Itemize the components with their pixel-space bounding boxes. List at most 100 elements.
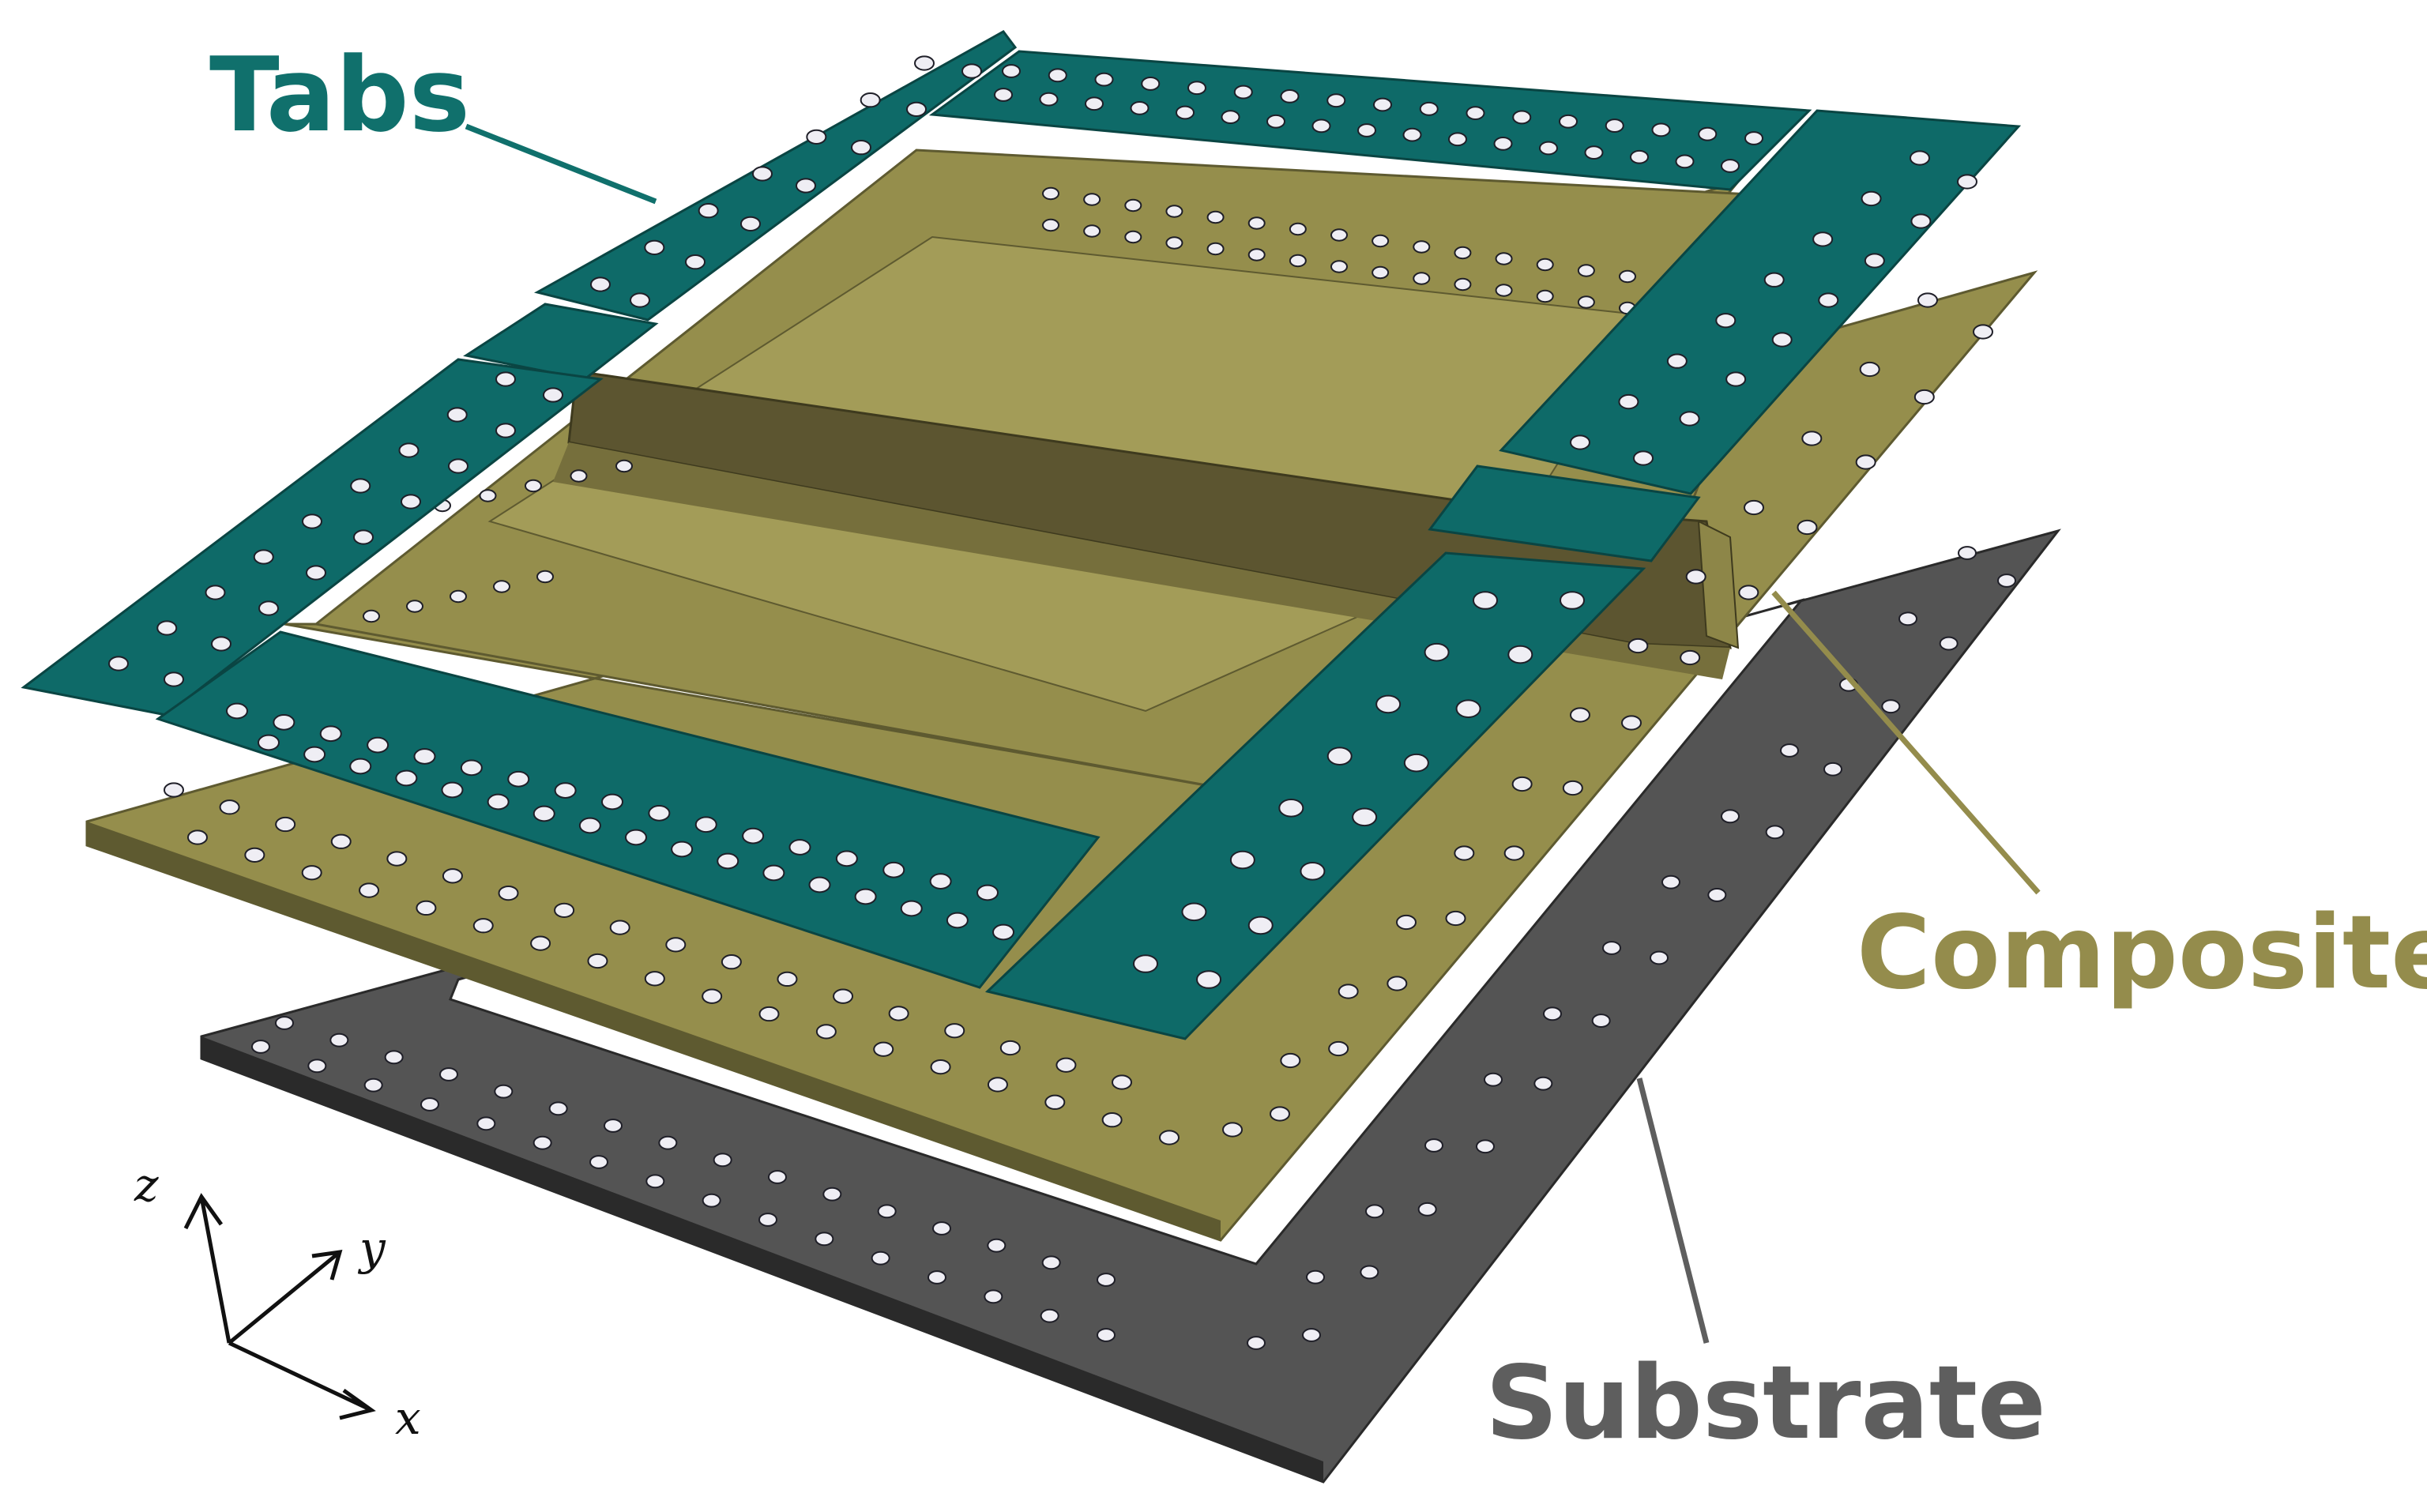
substrate-hole [815, 1232, 834, 1247]
composite-hole [1511, 776, 1533, 792]
substrate-hole [604, 1119, 623, 1133]
tab-hole [929, 873, 952, 890]
substrate-hole [984, 1289, 1003, 1304]
composite-hole [1973, 324, 1993, 340]
tab-hole [1675, 154, 1695, 169]
substrate-hole [713, 1153, 732, 1168]
composite-hole [1577, 264, 1595, 277]
composite-hole [1044, 1094, 1066, 1110]
tab-hole [258, 600, 279, 616]
tab-hole [1493, 136, 1513, 151]
tab-hole [398, 442, 420, 458]
tab-hole [630, 292, 650, 308]
tab-hole [413, 748, 436, 765]
tab-hole [851, 140, 871, 156]
tab-hole [1039, 92, 1059, 107]
tab-hole [532, 805, 555, 822]
callouts [465, 123, 2041, 1344]
substrate-hole [363, 1078, 383, 1093]
substrate-hole [476, 1116, 496, 1131]
substrate-hole [1417, 1202, 1437, 1217]
composite-hole [164, 782, 184, 798]
tab-hole [1910, 150, 1930, 166]
tab-hole [601, 793, 623, 811]
tab-hole [441, 781, 464, 799]
tab-hole [1910, 213, 1932, 229]
composite-hole [1387, 976, 1408, 991]
substrate-hole [1533, 1076, 1553, 1091]
tab-hole [1419, 101, 1439, 116]
composite-hole [1562, 780, 1583, 796]
tab-hole [1570, 434, 1590, 450]
tab-hole [258, 734, 280, 751]
tab-hole [1373, 97, 1392, 112]
tab-hole [1771, 332, 1793, 348]
substrate-layer [200, 528, 2061, 1484]
composite-hole [644, 971, 665, 987]
substrate-hole [1765, 825, 1785, 840]
composite-hole [1055, 1057, 1077, 1073]
tab-hole [788, 839, 811, 856]
substrate-edge [201, 1036, 1323, 1482]
composite-hole [1855, 454, 1876, 470]
composite-hole [1165, 236, 1183, 250]
tab-right-lower [984, 551, 1646, 1040]
composite-hole [888, 1006, 909, 1021]
composite-hole [479, 489, 497, 502]
tab-hole [1698, 126, 1718, 141]
composite-hole [570, 469, 588, 483]
tab-hole [1864, 253, 1885, 269]
tab-hole [914, 55, 935, 71]
substrate-hole [928, 1270, 946, 1284]
substrate-hole [1484, 1072, 1503, 1087]
tab-hole [1229, 850, 1255, 870]
tab-hole [1448, 132, 1467, 147]
tab-hole [303, 746, 326, 763]
tab-hole [1357, 123, 1376, 137]
tab-hole [1352, 807, 1378, 827]
substrate-hole [1823, 762, 1842, 777]
tab-hole [507, 770, 530, 788]
composite-hole [1042, 186, 1059, 201]
coordinate-axes [183, 1193, 376, 1420]
composite-hole [1445, 910, 1466, 927]
composite-hole [1159, 1130, 1180, 1145]
composite-hole [1112, 1074, 1132, 1090]
tab-hole [1721, 159, 1740, 173]
tab-holes [108, 55, 1977, 989]
tab-hole [1605, 118, 1624, 133]
tab-hole [1196, 970, 1221, 989]
tab-hole [401, 494, 421, 510]
tab-hole [946, 912, 969, 929]
substrate-hole [1958, 546, 1977, 560]
tab-hole [1085, 96, 1104, 111]
substrate-hole [1302, 1328, 1321, 1342]
substrate-hole [645, 1174, 665, 1189]
composite-hole [777, 971, 798, 987]
composite-hole [1454, 277, 1472, 291]
composite-hole [1744, 499, 1764, 516]
tab-hole [495, 371, 516, 387]
composite-hole [1124, 198, 1142, 213]
substrate-hole [932, 1221, 951, 1236]
tab-hole [1326, 93, 1346, 108]
tab-hole [1311, 118, 1331, 134]
substrate-hole [251, 1040, 270, 1054]
tab-hole [742, 827, 765, 844]
substrate-label: Substrate [1485, 1345, 2046, 1462]
composite-hole [1917, 292, 1938, 308]
tab-hole [1176, 105, 1195, 120]
tab-hole [625, 829, 647, 846]
composite-hole [554, 902, 575, 918]
composite-hole [1083, 193, 1101, 206]
tab-hole [1266, 114, 1285, 129]
composite-hole [1627, 638, 1649, 654]
composite-hole [944, 1023, 965, 1039]
tab-hole [1247, 916, 1274, 935]
z-axis-arrow [183, 1193, 231, 1344]
composite-hole [1372, 265, 1390, 280]
tab-hole [446, 407, 468, 423]
tab-hole [1002, 64, 1021, 78]
tab-hole [1048, 68, 1067, 83]
tab-hole [900, 900, 923, 917]
